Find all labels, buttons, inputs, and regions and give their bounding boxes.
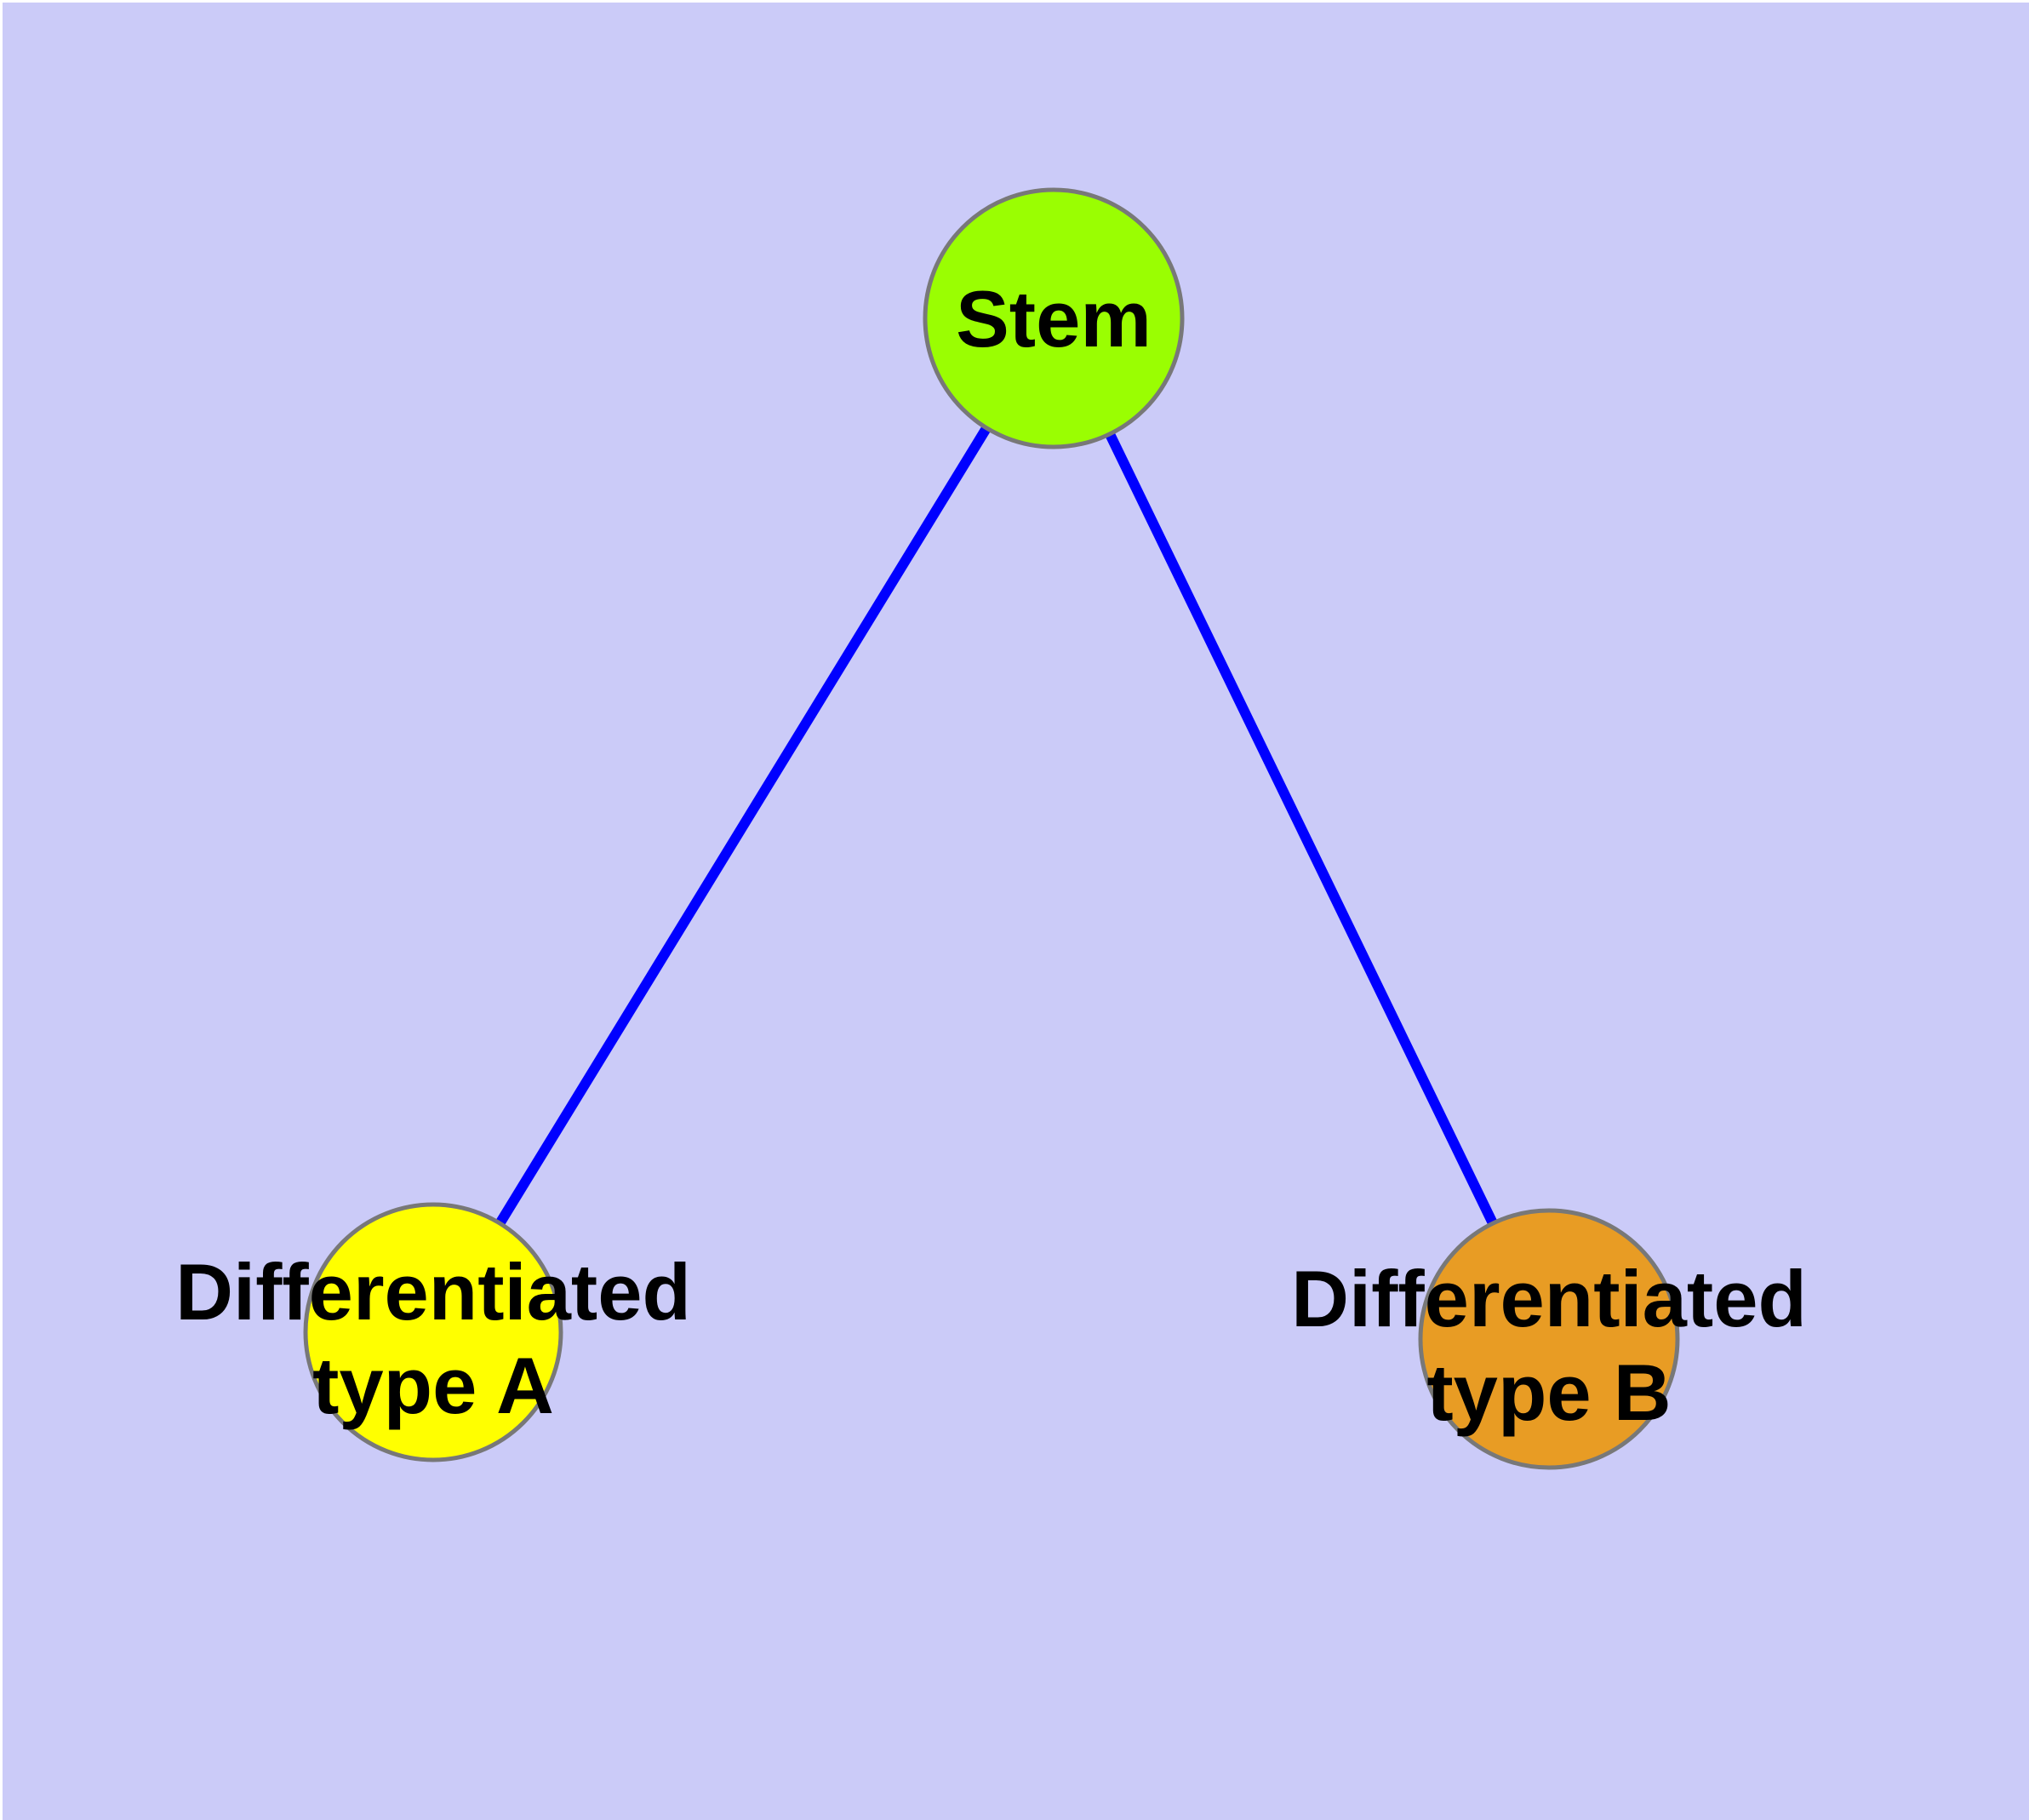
- node-label-type-a-line1: Differentiated: [175, 1247, 691, 1336]
- node-stem: [923, 187, 1185, 449]
- node-label-type-a-line2: type A: [312, 1341, 554, 1430]
- node-label-type-b-line1: Differentiated: [1291, 1254, 1807, 1343]
- node-label-type-b-line2: type B: [1426, 1348, 1671, 1437]
- node-differentiated-type-b: [1418, 1208, 1680, 1470]
- node-label-stem: Stem: [956, 274, 1152, 363]
- edge-stem-to-type-b: [1049, 316, 1554, 1342]
- edge-stem-to-type-a: [428, 315, 1059, 1336]
- node-differentiated-type-a: [303, 1202, 563, 1462]
